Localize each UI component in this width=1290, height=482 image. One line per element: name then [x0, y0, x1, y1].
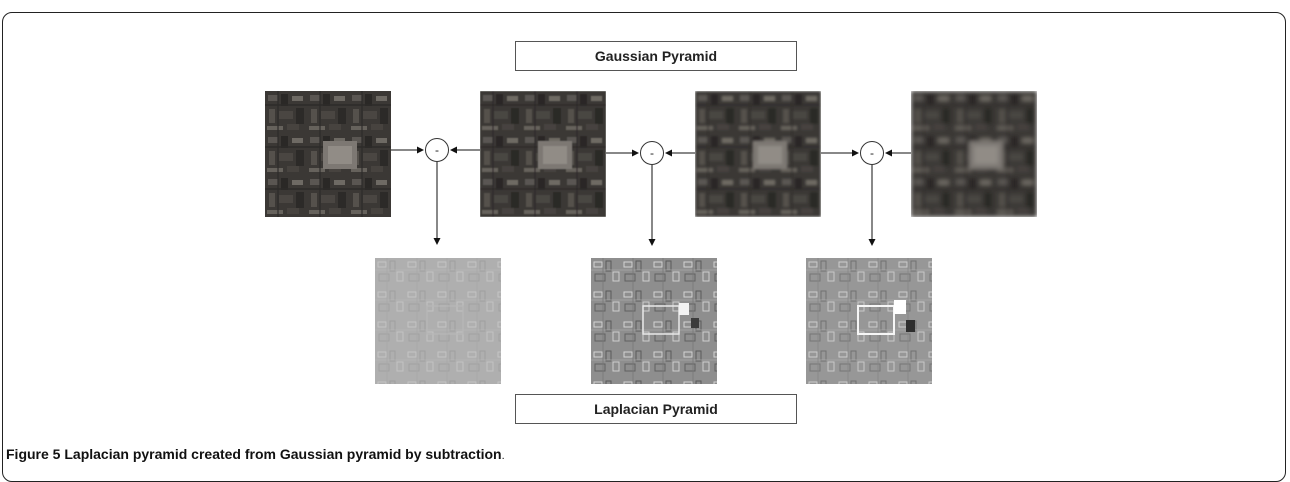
- laplacian-pyramid-label: Laplacian Pyramid: [515, 394, 797, 424]
- gaussian-level-1-image: [265, 91, 391, 217]
- subtraction-node-3: -: [860, 141, 884, 165]
- subtraction-node-1: -: [425, 138, 449, 162]
- gaussian-level-2-image: [480, 91, 606, 217]
- caption-label: Figure 5: [6, 446, 61, 462]
- figure-caption: Figure 5 Laplacian pyramid created from …: [6, 446, 505, 462]
- gaussian-level-4-image: [911, 91, 1037, 217]
- subtraction-node-2: -: [640, 141, 664, 165]
- gaussian-level-3-image: [695, 91, 821, 217]
- caption-text: Laplacian pyramid created from Gaussian …: [64, 446, 502, 462]
- caption-period: .: [501, 450, 505, 462]
- laplacian-level-2-image: [591, 258, 717, 384]
- gaussian-pyramid-label: Gaussian Pyramid: [515, 41, 797, 71]
- laplacian-level-1-image: [375, 258, 501, 384]
- laplacian-level-3-image: [806, 258, 932, 384]
